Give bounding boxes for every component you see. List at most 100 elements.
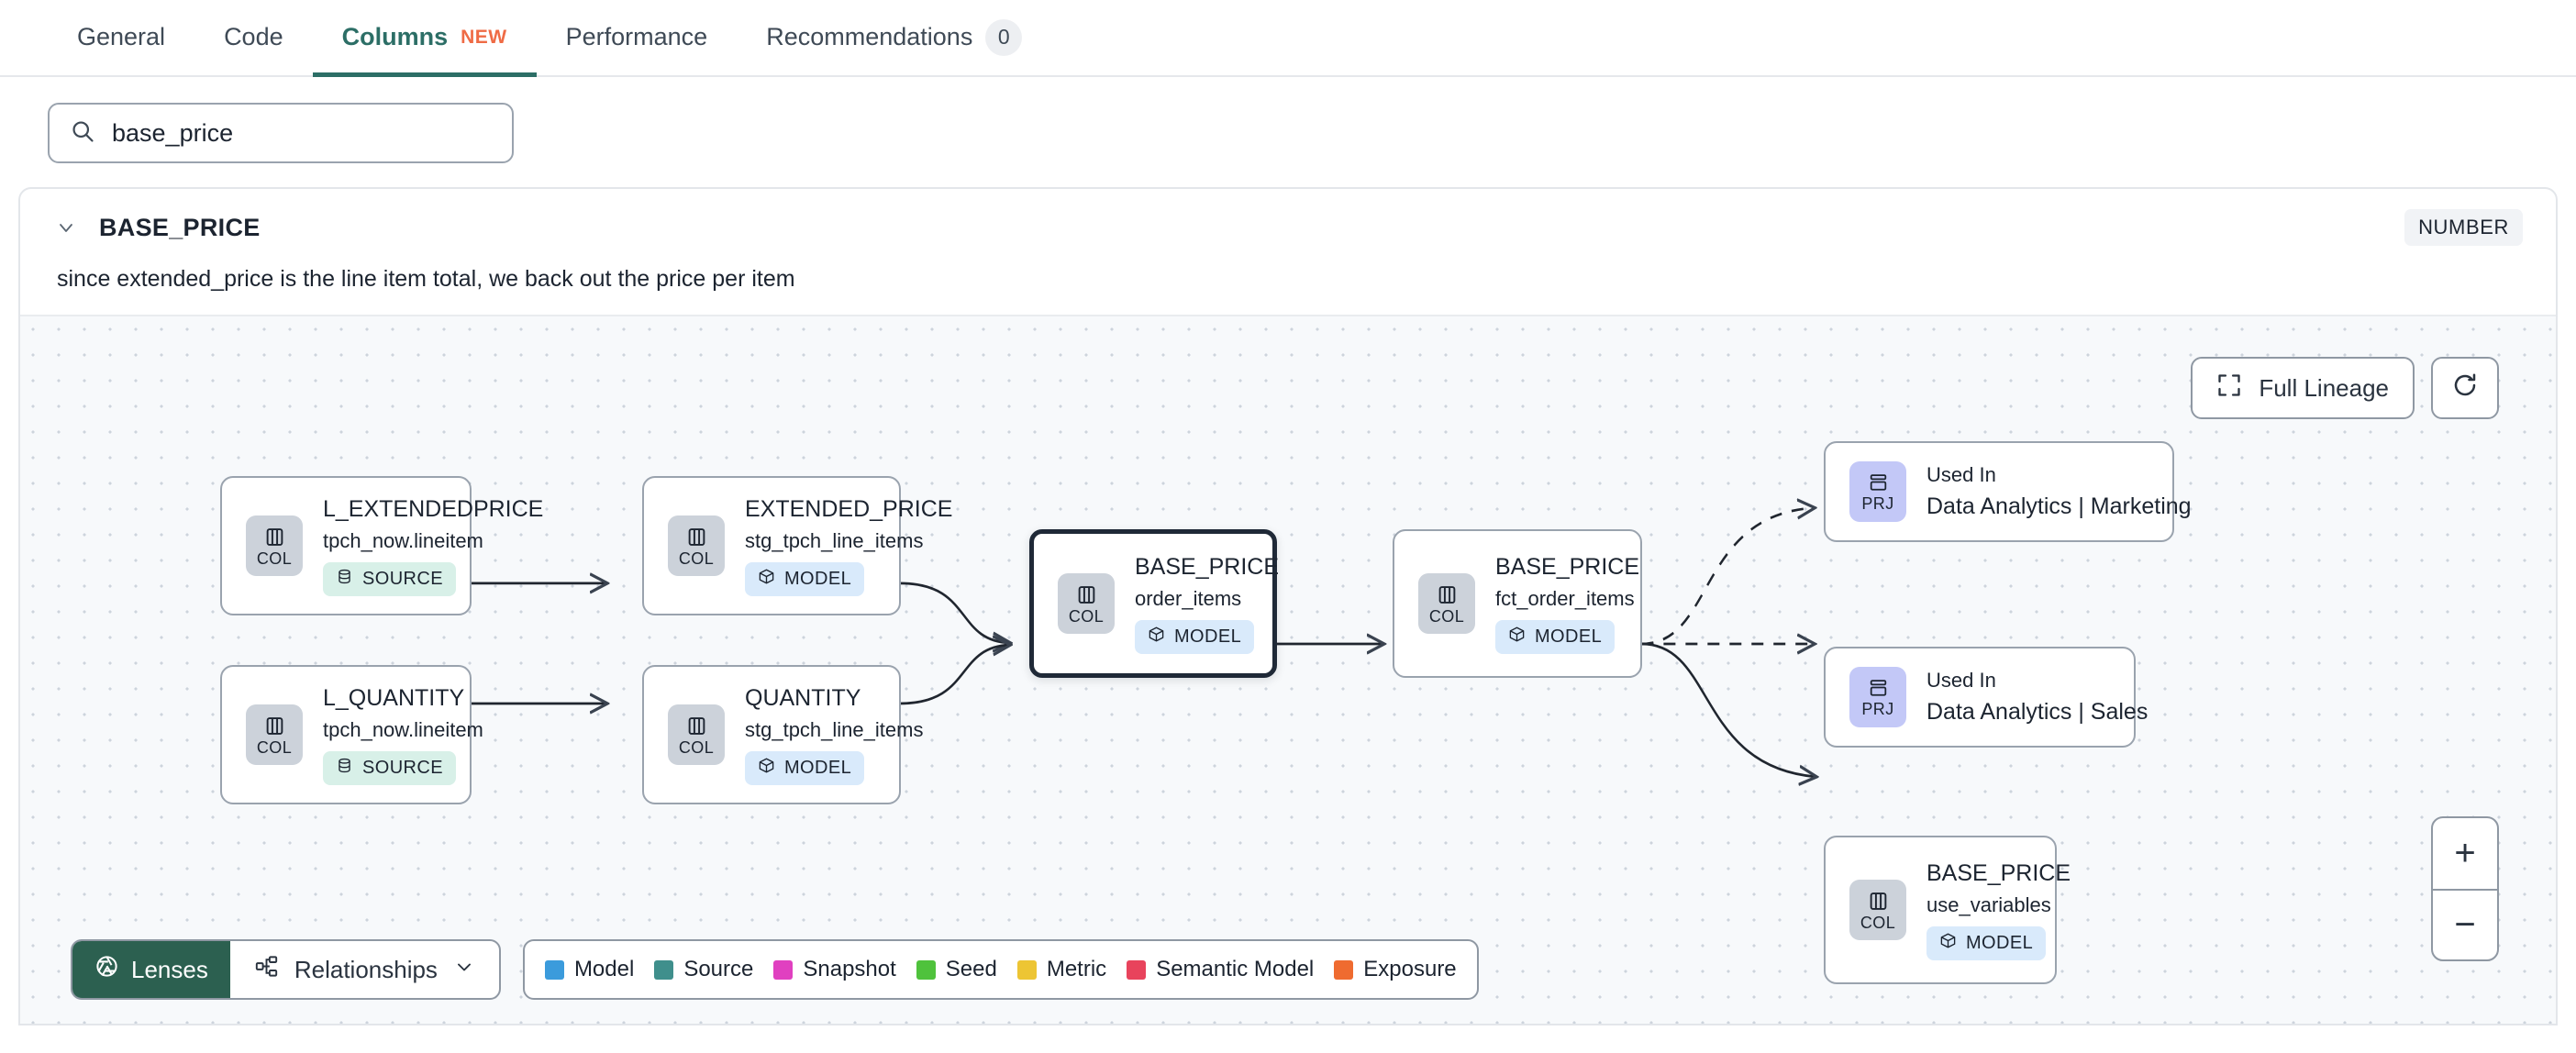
col-icon: COL bbox=[246, 704, 303, 765]
search-box[interactable] bbox=[48, 103, 514, 163]
node-name: QUANTITY bbox=[745, 684, 861, 711]
legend-item-exposure: Exposure bbox=[1334, 957, 1457, 982]
expand-icon bbox=[2216, 372, 2242, 405]
node-subtitle: tpch_now.lineitem bbox=[323, 717, 483, 741]
col-icon: COL bbox=[1058, 573, 1115, 634]
search-icon bbox=[70, 118, 95, 149]
materialization-badge: MODEL bbox=[745, 750, 865, 785]
legend-item-seed: Seed bbox=[916, 957, 997, 982]
refresh-button[interactable] bbox=[2431, 357, 2499, 419]
materialization-badge: MODEL bbox=[1135, 619, 1255, 654]
page-title: BASE_PRICE bbox=[99, 213, 261, 241]
materialization-label: MODEL bbox=[1966, 932, 2034, 953]
materialization-label: SOURCE bbox=[362, 568, 443, 589]
lineage-node-base-price-use-variables[interactable]: COL BASE_PRICE use_variables MODEL bbox=[1824, 836, 2071, 984]
node-name: BASE_PRICE bbox=[1495, 553, 1640, 580]
col-icon: COL bbox=[1849, 880, 1906, 940]
legend-item-semantic-model: Semantic Model bbox=[1127, 957, 1314, 982]
cube-icon bbox=[1939, 932, 1957, 955]
node-name: BASE_PRICE bbox=[1926, 859, 2071, 886]
lineage-edges bbox=[471, 316, 2556, 1024]
lineage-node-l-extendedprice[interactable]: COL L_EXTENDEDPRICE tpch_now.lineitem SO… bbox=[220, 476, 544, 615]
lineage-legend: Model Source Snapshot Seed Metric bbox=[522, 939, 1479, 1000]
tab-performance[interactable]: Performance bbox=[537, 2, 738, 77]
tab-label: General bbox=[77, 23, 166, 50]
project-icon-label: PRJ bbox=[1861, 494, 1894, 513]
materialization-badge: MODEL bbox=[1926, 926, 2047, 960]
full-lineage-label: Full Lineage bbox=[2259, 373, 2389, 402]
relationships-label: Relationships bbox=[294, 955, 438, 983]
materialization-label: MODEL bbox=[1174, 626, 1242, 647]
refresh-icon bbox=[2451, 371, 2479, 405]
project-icon: PRJ bbox=[1849, 667, 1906, 727]
node-name: L_QUANTITY bbox=[323, 684, 465, 711]
legend-label: Snapshot bbox=[803, 957, 896, 981]
node-subtitle: stg_tpch_line_items bbox=[745, 528, 924, 552]
legend-item-snapshot: Snapshot bbox=[773, 957, 896, 982]
materialization-label: MODEL bbox=[1535, 626, 1603, 647]
node-name: L_EXTENDEDPRICE bbox=[323, 495, 544, 522]
chevron-down-icon bbox=[453, 956, 475, 984]
project-icon: PRJ bbox=[1849, 461, 1906, 522]
project-icon-label: PRJ bbox=[1861, 700, 1894, 718]
relationships-dropdown[interactable]: Relationships bbox=[230, 941, 499, 998]
tab-label: Columns bbox=[341, 23, 449, 50]
lenses-label: Lenses bbox=[131, 955, 208, 983]
col-icon: COL bbox=[668, 515, 725, 576]
recommendations-count: 0 bbox=[985, 18, 1023, 56]
tab-label: Performance bbox=[565, 23, 708, 50]
legend-label: Metric bbox=[1046, 957, 1107, 981]
column-header: BASE_PRICE NUMBER bbox=[20, 189, 2556, 246]
aperture-icon bbox=[94, 954, 119, 985]
node-subtitle: order_items bbox=[1135, 586, 1242, 610]
search-input[interactable] bbox=[112, 118, 492, 148]
node-name: EXTENDED_PRICE bbox=[745, 495, 953, 522]
lineage-node-quantity[interactable]: COL QUANTITY stg_tpch_line_items MODEL bbox=[642, 665, 924, 804]
tab-code[interactable]: Code bbox=[194, 2, 313, 77]
materialization-badge: MODEL bbox=[1495, 619, 1616, 654]
tab-label: Recommendations bbox=[766, 23, 973, 50]
lineage-node-extended-price[interactable]: COL EXTENDED_PRICE stg_tpch_line_items M… bbox=[642, 476, 953, 615]
materialization-label: MODEL bbox=[784, 568, 852, 589]
full-lineage-button[interactable]: Full Lineage bbox=[2191, 357, 2415, 419]
hierarchy-icon bbox=[254, 954, 279, 985]
legend-label: Exposure bbox=[1363, 957, 1457, 981]
search-area bbox=[0, 77, 2576, 187]
lineage-node-base-price-order-items[interactable]: COL BASE_PRICE order_items MODEL bbox=[1029, 529, 1279, 678]
legend-label: Semantic Model bbox=[1156, 957, 1315, 981]
tab-columns[interactable]: Columns NEW bbox=[312, 2, 537, 77]
database-icon bbox=[336, 757, 353, 780]
legend-swatch bbox=[544, 959, 564, 980]
col-icon: COL bbox=[1418, 573, 1475, 634]
col-icon-label: COL bbox=[1428, 607, 1465, 626]
column-panel: BASE_PRICE NUMBER since extended_price i… bbox=[18, 187, 2558, 1025]
legend-swatch bbox=[1016, 959, 1037, 980]
col-icon-label: COL bbox=[256, 549, 293, 568]
legend-label: Source bbox=[683, 957, 754, 981]
zoom-in-button[interactable]: + bbox=[2454, 833, 2476, 873]
cube-icon bbox=[1148, 626, 1165, 648]
materialization-label: SOURCE bbox=[362, 757, 443, 778]
tab-general[interactable]: General bbox=[48, 2, 194, 77]
lineage-node-project-sales[interactable]: PRJ Used In Data Analytics | Sales bbox=[1824, 647, 2148, 748]
lineage-node-l-quantity[interactable]: COL L_QUANTITY tpch_now.lineitem SOURCE bbox=[220, 665, 483, 804]
node-used-in-label: Used In bbox=[1926, 669, 1996, 692]
legend-item-source: Source bbox=[654, 957, 753, 982]
col-icon-label: COL bbox=[678, 549, 715, 568]
col-icon-label: COL bbox=[1860, 914, 1896, 932]
tab-recommendations[interactable]: Recommendations 0 bbox=[737, 2, 1051, 77]
col-icon-label: COL bbox=[678, 738, 715, 757]
node-subtitle: fct_order_items bbox=[1495, 586, 1635, 610]
database-icon bbox=[336, 568, 353, 591]
node-subtitle: stg_tpch_line_items bbox=[745, 717, 924, 741]
chevron-down-icon[interactable] bbox=[53, 215, 79, 240]
legend-swatch bbox=[773, 959, 794, 980]
lineage-node-base-price-fct-order-items[interactable]: COL BASE_PRICE fct_order_items MODEL bbox=[1393, 529, 1642, 678]
lineage-canvas[interactable]: COL L_EXTENDEDPRICE tpch_now.lineitem SO… bbox=[20, 315, 2556, 1024]
zoom-out-button[interactable]: − bbox=[2433, 889, 2497, 959]
lineage-node-project-marketing[interactable]: PRJ Used In Data Analytics | Marketing bbox=[1824, 441, 2192, 542]
materialization-badge: SOURCE bbox=[323, 750, 456, 785]
col-icon: COL bbox=[246, 515, 303, 576]
lenses-button[interactable]: Lenses bbox=[72, 941, 230, 998]
legend-item-model: Model bbox=[544, 957, 634, 982]
